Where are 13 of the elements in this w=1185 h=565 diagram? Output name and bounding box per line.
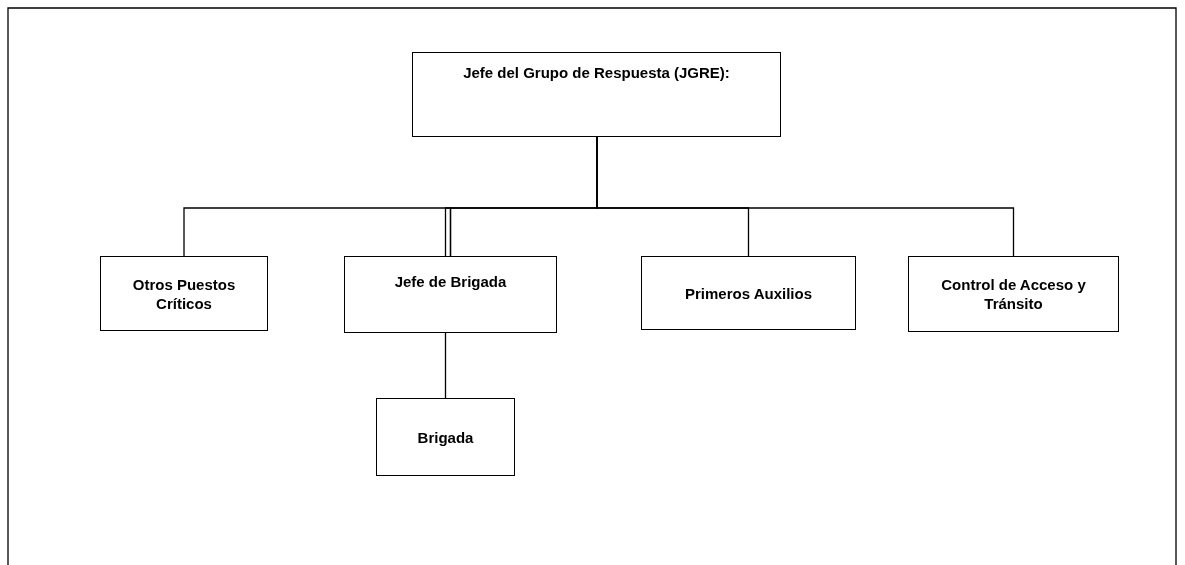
org-box bbox=[376, 398, 515, 476]
role-title: Jefe del Grupo de Respuesta (JGRE): bbox=[462, 63, 731, 82]
role-title: Primeros Auxilios bbox=[684, 283, 813, 303]
org-box bbox=[412, 52, 781, 137]
role-title: Otros Puestos Críticos bbox=[131, 274, 237, 313]
role-title: Control de Acceso y Tránsito bbox=[940, 275, 1087, 313]
role-title: Jefe de Brigada bbox=[393, 272, 508, 291]
org-box bbox=[344, 256, 557, 333]
org-box bbox=[100, 256, 268, 331]
role-title: Brigada bbox=[416, 427, 475, 447]
connector-line bbox=[596, 136, 1015, 257]
org-box bbox=[641, 256, 856, 330]
org-box bbox=[908, 256, 1119, 332]
